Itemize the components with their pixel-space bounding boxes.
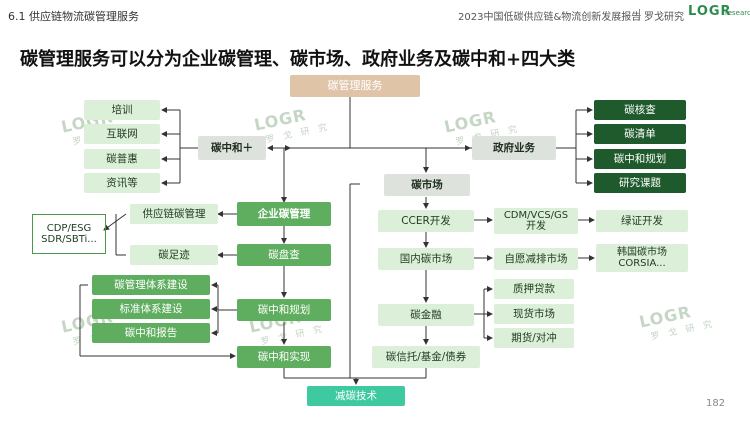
cn-plus-item: 碳普惠 (84, 149, 160, 169)
plan-item: 碳管理体系建设 (92, 275, 210, 295)
plan-item: 标准体系建设 (92, 299, 210, 319)
government-item: 碳清单 (594, 124, 686, 144)
header-divider (639, 9, 640, 20)
government-item: 研究课题 (594, 173, 686, 193)
finance-item: 期货/对冲 (494, 328, 574, 348)
government-node: 政府业务 (472, 136, 556, 160)
inventory-node: 碳盘查 (237, 244, 331, 266)
cdm-node: CDM/VCS/GS 开发 (494, 208, 578, 234)
report-title: 2023中国低碳供应链&物流创新发展报告 (458, 12, 642, 23)
page-number: 182 (706, 398, 726, 409)
planning-node: 碳中和规划 (237, 299, 331, 321)
finance-item: 质押贷款 (494, 279, 574, 299)
finance-node: 碳金融 (378, 304, 474, 326)
standards-node: CDP/ESG SDR/SBTi... (32, 214, 106, 254)
voluntary-market-node: 自愿减排市场 (494, 248, 578, 270)
header-logo: LOGR research (688, 4, 750, 24)
plan-item: 碳中和报告 (92, 323, 210, 343)
logo-sub: research (725, 9, 750, 17)
korea-market-node: 韩国碳市场 CORSIA... (596, 244, 688, 272)
government-item: 碳核查 (594, 100, 686, 120)
supply-chain-node: 供应链碳管理 (130, 204, 218, 224)
cn-plus-item: 培训 (84, 100, 160, 120)
government-item: 碳中和规划 (594, 149, 686, 169)
trust-node: 碳信托/基金/债券 (372, 346, 480, 368)
page-headline: 碳管理服务可以分为企业碳管理、碳市场、政府业务及碳中和+四大类 (20, 49, 576, 70)
carbon-neutral-plus-node: 碳中和＋ (198, 136, 266, 160)
reduction-tech-node: 减碳技术 (307, 386, 405, 406)
domestic-market-node: 国内碳市场 (378, 248, 474, 270)
cn-plus-item: 互联网 (84, 124, 160, 144)
enterprise-node: 企业碳管理 (237, 202, 331, 226)
footprint-node: 碳足迹 (130, 245, 218, 265)
section-label: 6.1 供应链物流碳管理服务 (8, 10, 139, 23)
green-cert-node: 绿证开发 (596, 210, 688, 232)
root-node: 碳管理服务 (290, 75, 420, 97)
implementation-node: 碳中和实现 (237, 346, 331, 368)
market-node: 碳市场 (384, 174, 470, 196)
finance-item: 现货市场 (494, 304, 574, 324)
logo-text: LOGR (688, 4, 732, 19)
ccer-node: CCER开发 (378, 210, 474, 232)
org-name: 罗戈研究 (644, 12, 684, 23)
cn-plus-item: 资讯等 (84, 173, 160, 193)
